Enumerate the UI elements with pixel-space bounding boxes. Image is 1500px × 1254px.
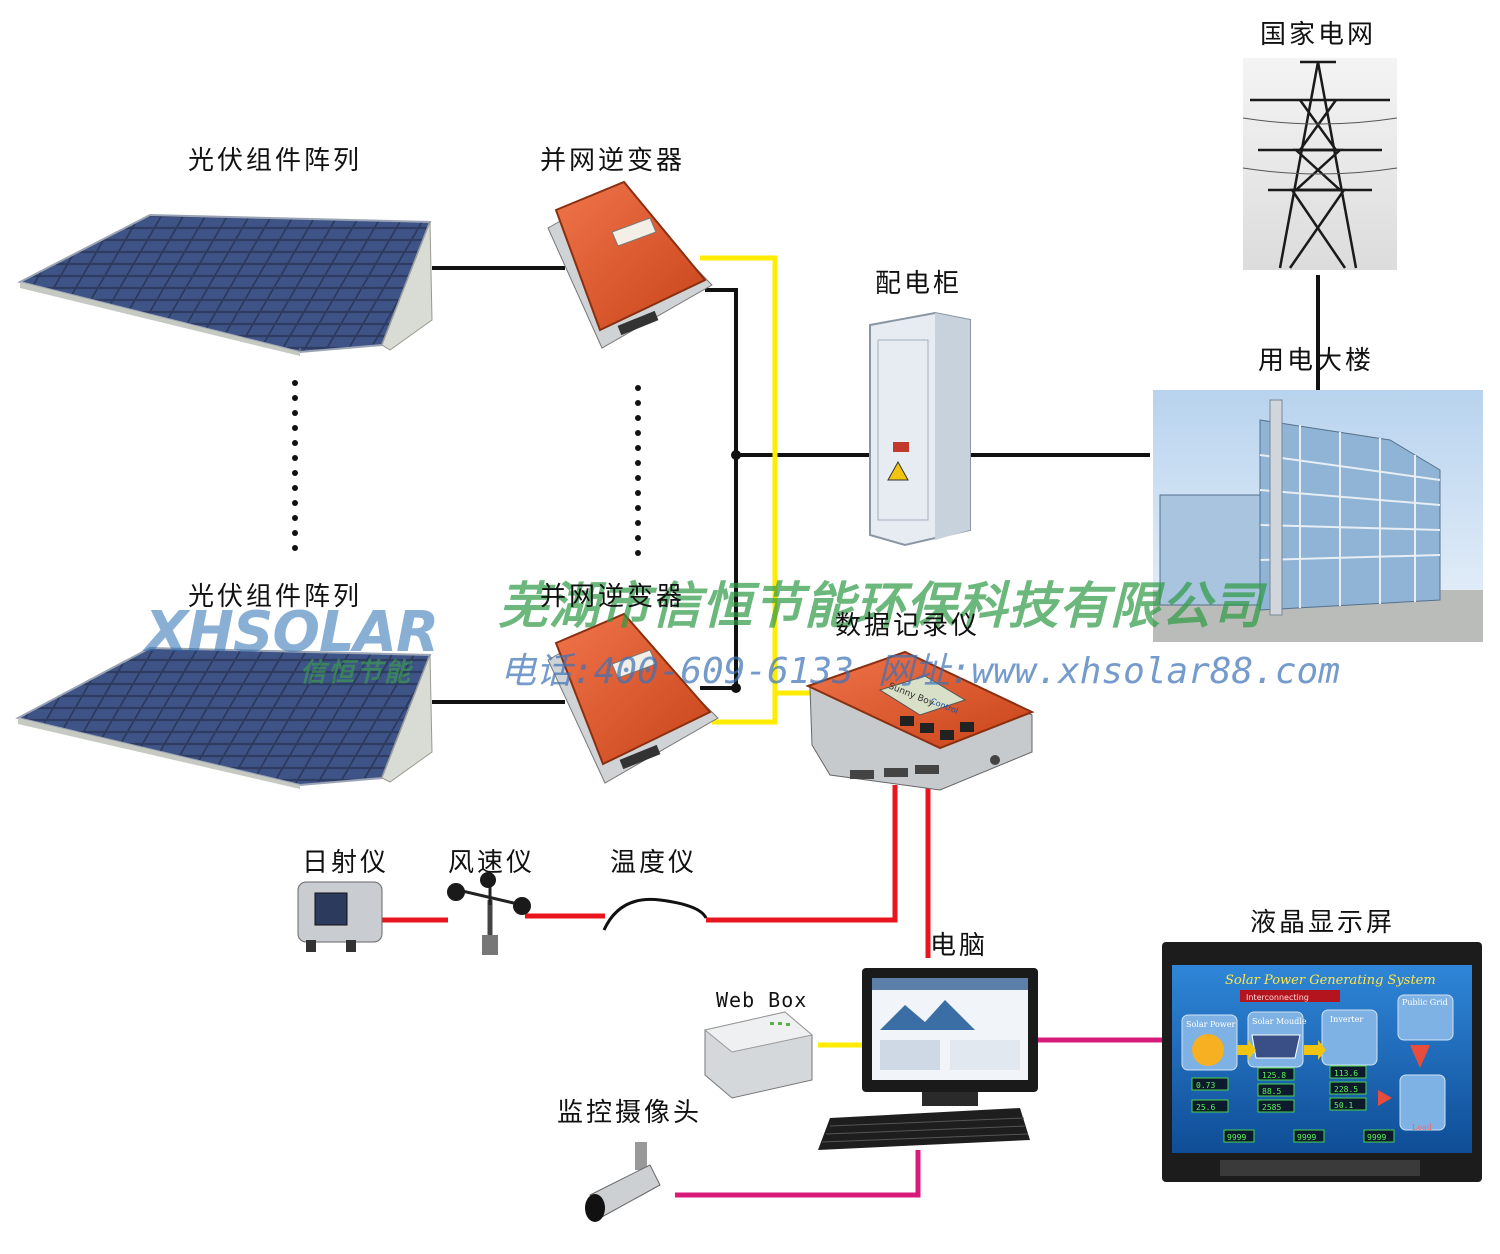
label-thermometer: 温度仪 [610, 848, 698, 878]
label-building: 用电大楼 [1258, 346, 1375, 376]
watermark-logo-sub: 信恒节能 [300, 658, 413, 688]
svg-text:Solar Power: Solar Power [1186, 1020, 1235, 1029]
power-tower-icon [1242, 58, 1398, 270]
junction-dot [731, 450, 741, 460]
svg-text:228.5: 228.5 [1334, 1085, 1358, 1094]
ellipsis-dots-inverter [635, 385, 641, 556]
watermark-company: 芜湖市信恒节能环保科技有限公司 [498, 577, 1263, 635]
svg-text:9999: 9999 [1227, 1133, 1246, 1142]
ellipsis-dots-pv [292, 380, 298, 551]
label-computer: 电脑 [930, 931, 989, 961]
label-data-logger: 数据记录仪 [835, 611, 981, 641]
lcd-status: Interconnecting [1246, 993, 1309, 1002]
label-inverter-top: 并网逆变器 [540, 146, 686, 176]
label-distribution-cabinet: 配电柜 [875, 269, 963, 299]
lcd-values: 0.73 25.6 125.8 88.5 2585 113.6 228.5 50… [1196, 1069, 1386, 1142]
svg-text:50.1: 50.1 [1334, 1101, 1353, 1110]
label-anemometer: 风速仪 [448, 848, 536, 878]
computer-icon [818, 968, 1038, 1150]
camera-icon [585, 1142, 661, 1222]
watermark-phone: 电话:400-609-6133 [500, 651, 854, 692]
anemometer-icon [447, 872, 531, 955]
thermometer-icon [602, 897, 708, 931]
inverter-icon [547, 180, 713, 349]
svg-text:Public Grid: Public Grid [1402, 998, 1448, 1007]
cabinet-icon [869, 311, 971, 547]
web-box-icon [703, 1011, 814, 1099]
label-web-box: Web Box [716, 988, 808, 1012]
junction-dot [731, 683, 741, 693]
svg-text:88.5: 88.5 [1262, 1087, 1281, 1096]
label-pv-array-bottom: 光伏组件阵列 [188, 582, 363, 612]
data-logger-icon [805, 650, 1035, 791]
svg-text:113.6: 113.6 [1334, 1069, 1358, 1078]
svg-text:2585: 2585 [1262, 1103, 1281, 1112]
label-state-grid: 国家电网 [1260, 20, 1377, 50]
label-inverter-bottom: 并网逆变器 [540, 582, 686, 612]
label-camera: 监控摄像头 [557, 1098, 703, 1128]
svg-text:Inverter: Inverter [1330, 1015, 1363, 1024]
lcd-title: Solar Power Generating System [1225, 973, 1436, 988]
solar-panel-icon [17, 213, 433, 356]
power-lines [432, 266, 1320, 704]
inverter-icon [547, 612, 719, 784]
svg-text:125.8: 125.8 [1262, 1071, 1286, 1080]
svg-text:0.73: 0.73 [1196, 1081, 1215, 1090]
watermark-logo: XHSOLAR [145, 600, 439, 665]
sensor-lines-red [382, 780, 931, 958]
solar-panel-icon [15, 646, 433, 789]
watermark-website: 网址:www.xhsolar88.com [877, 651, 1340, 692]
lcd-monitor-icon [1162, 942, 1482, 1182]
svg-text:9999: 9999 [1297, 1133, 1316, 1142]
svg-text:25.6: 25.6 [1196, 1103, 1215, 1112]
svg-text:Solar Moudle: Solar Moudle [1252, 1017, 1307, 1026]
display-lines-pink [675, 1037, 1162, 1198]
label-lcd-screen: 液晶显示屏 [1250, 908, 1396, 938]
pyranometer-icon [297, 881, 383, 952]
label-pv-array-top: 光伏组件阵列 [188, 146, 363, 176]
watermark-contact: 电话:400-609-6133 网址:www.xhsolar88.com [500, 642, 1364, 694]
label-irradiance-meter: 日射仪 [302, 848, 390, 878]
svg-text:Load: Load [1412, 1123, 1432, 1132]
lcd-block-labels: Solar Power Solar Moudle Inverter Public… [1186, 998, 1448, 1132]
building-icon [1153, 390, 1483, 642]
svg-text:9999: 9999 [1367, 1133, 1386, 1142]
